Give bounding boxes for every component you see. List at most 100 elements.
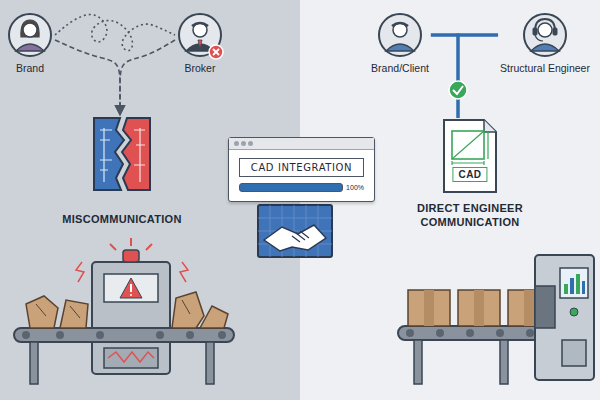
client-avatar [379, 14, 421, 56]
working-machine [424, 290, 434, 326]
caption-label: DIRECT ENGINEER COMMUNICATION [395, 202, 545, 230]
brand-avatar [23, 23, 37, 37]
torn-blueprint [100, 128, 112, 182]
working-machine [474, 290, 484, 326]
engineer-avatar [524, 14, 566, 56]
broken-machine [22, 331, 30, 339]
document-space: CAD [393, 118, 547, 202]
cad-document [452, 131, 488, 165]
person-node: Brand/Client [369, 12, 431, 74]
working-machine [535, 255, 594, 380]
broken-machine [108, 352, 154, 362]
progress-bar [239, 183, 343, 192]
avatar-space [7, 12, 53, 58]
avatar-space [177, 12, 223, 58]
torn-blueprint [94, 118, 124, 190]
working-machine [562, 340, 586, 366]
broken-machine [120, 278, 142, 298]
connector-line [55, 15, 175, 51]
torn-blueprint [134, 128, 145, 182]
broken-machine [92, 262, 170, 374]
brand-avatar [9, 14, 51, 56]
check-badge [449, 81, 467, 99]
broker-avatar [179, 14, 221, 56]
person-label: Broker [175, 62, 225, 74]
torn-blueprint [122, 118, 150, 190]
broker-avatar [192, 23, 208, 26]
working-machine [406, 329, 534, 337]
handshake-blueprint [264, 225, 326, 251]
connectors [55, 15, 498, 118]
connector-line [120, 40, 175, 115]
engineer-avatar [535, 35, 543, 41]
broken-machine [186, 331, 194, 339]
broken-machine [14, 238, 234, 384]
cad-document [444, 120, 496, 192]
handshake-blueprint [292, 231, 309, 242]
broken-machine [218, 331, 226, 339]
broker-avatar [193, 23, 207, 37]
working-machine [414, 340, 422, 384]
broken-machine [123, 250, 139, 262]
working-machine [466, 329, 474, 337]
working-machine [526, 329, 534, 337]
working-machine [398, 326, 548, 340]
working-machine [436, 329, 444, 337]
engineer-avatar [533, 28, 537, 35]
reject-badge [209, 45, 223, 59]
engineer-avatar [535, 19, 555, 31]
client-avatar [392, 23, 408, 26]
icon-space [60, 115, 184, 213]
window-dot [248, 141, 253, 146]
broken-machine [200, 306, 228, 328]
working-machine [398, 255, 594, 384]
working-machine [570, 278, 574, 294]
window-title: CAD INTEGRATION [239, 158, 364, 177]
app-window: CAD INTEGRATION 100% [228, 137, 375, 202]
broken-machine [14, 328, 234, 342]
window-dot [234, 141, 239, 146]
reject-badge [209, 45, 223, 59]
broker-avatar [198, 40, 202, 49]
broken-machine [130, 284, 132, 292]
brand-avatar [16, 44, 44, 51]
broken-machine [56, 331, 64, 339]
document-node: CAD DIRECT ENGINEER COMMUNICATION [393, 118, 547, 230]
document-tag: CAD [452, 167, 487, 182]
client-avatar [379, 14, 421, 56]
person-node: Broker [175, 12, 225, 74]
working-machine [570, 308, 578, 316]
check-badge [449, 81, 467, 99]
brand-avatar [9, 14, 51, 56]
cad-document [484, 120, 496, 132]
person-label: Structural Engineer [498, 62, 592, 74]
engineer-avatar [531, 44, 559, 51]
working-machine [535, 286, 555, 328]
working-machine [408, 290, 450, 326]
engineer-avatar [538, 23, 552, 37]
engineer-avatar [553, 28, 557, 35]
title-slot: CAD INTEGRATION [229, 158, 374, 177]
broken-machine [96, 331, 104, 339]
reject-badge [213, 49, 219, 55]
cad-document [444, 120, 496, 192]
working-machine [500, 340, 508, 384]
avatar-space [377, 12, 423, 58]
broken-machine [26, 296, 58, 328]
broken-machine [30, 342, 38, 384]
broken-machine [104, 274, 158, 302]
broken-machine [36, 300, 190, 318]
caption-label: MISCOMMUNICATION [60, 213, 184, 227]
person-node: Brand [5, 12, 55, 74]
brand-avatar [21, 20, 39, 37]
progress-row: 100% [239, 183, 364, 192]
broken-machine [110, 238, 152, 250]
broken-machine [206, 342, 214, 384]
person-label: Brand/Client [369, 62, 431, 74]
handshake-blueprint [258, 205, 332, 257]
connector-line [458, 35, 498, 118]
connector-line [55, 40, 120, 115]
progress-value: 100% [346, 184, 364, 191]
title-bar [229, 138, 374, 150]
